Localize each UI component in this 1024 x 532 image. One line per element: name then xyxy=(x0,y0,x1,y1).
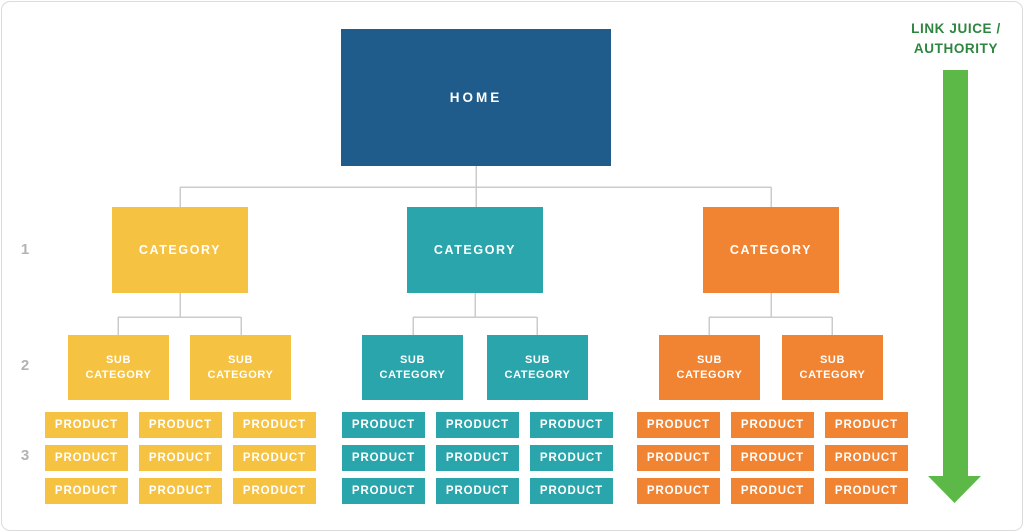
product-node: PRODUCT xyxy=(436,478,519,504)
product-node: PRODUCT xyxy=(731,445,814,471)
product-node: PRODUCT xyxy=(45,445,128,471)
category-node-1: CATEGORY xyxy=(112,207,248,293)
product-node: PRODUCT xyxy=(637,445,720,471)
product-node: PRODUCT xyxy=(436,412,519,438)
product-node: PRODUCT xyxy=(530,412,613,438)
link-juice-line2: AUTHORITY xyxy=(913,41,999,56)
category-node-3: CATEGORY xyxy=(703,207,839,293)
product-grid-1: PRODUCT PRODUCT PRODUCT PRODUCT PRODUCT … xyxy=(45,412,316,504)
product-node: PRODUCT xyxy=(45,412,128,438)
subcategory-node: SUB CATEGORY xyxy=(659,335,760,400)
product-grid-3: PRODUCT PRODUCT PRODUCT PRODUCT PRODUCT … xyxy=(637,412,908,504)
subcategory-node: SUB CATEGORY xyxy=(68,335,169,400)
product-node: PRODUCT xyxy=(731,412,814,438)
product-node: PRODUCT xyxy=(342,445,425,471)
product-node: PRODUCT xyxy=(436,445,519,471)
authority-arrow-icon xyxy=(928,70,981,503)
category-label: CATEGORY xyxy=(729,243,813,257)
product-node: PRODUCT xyxy=(233,412,316,438)
product-grid-2: PRODUCT PRODUCT PRODUCT PRODUCT PRODUCT … xyxy=(342,412,613,504)
level-number-3: 3 xyxy=(20,447,30,464)
product-node: PRODUCT xyxy=(530,445,613,471)
product-node: PRODUCT xyxy=(342,412,425,438)
subcategory-node: SUB CATEGORY xyxy=(362,335,463,400)
product-node: PRODUCT xyxy=(233,478,316,504)
product-node: PRODUCT xyxy=(637,412,720,438)
product-node: PRODUCT xyxy=(530,478,613,504)
link-juice-line1: LINK JUICE / xyxy=(911,21,1001,36)
product-node: PRODUCT xyxy=(139,412,222,438)
level-number-2: 2 xyxy=(20,357,30,374)
category-node-2: CATEGORY xyxy=(407,207,543,293)
product-node: PRODUCT xyxy=(637,478,720,504)
product-node: PRODUCT xyxy=(731,478,814,504)
home-node: HOME xyxy=(341,29,611,166)
product-node: PRODUCT xyxy=(139,445,222,471)
level-number-1: 1 xyxy=(20,241,30,258)
product-node: PRODUCT xyxy=(342,478,425,504)
category-label: CATEGORY xyxy=(433,243,517,257)
product-node: PRODUCT xyxy=(139,478,222,504)
tree-connectors xyxy=(117,166,833,335)
product-node: PRODUCT xyxy=(825,478,908,504)
link-juice-authority-label: LINK JUICE / AUTHORITY xyxy=(891,19,1021,59)
subcategory-node: SUB CATEGORY xyxy=(487,335,588,400)
product-node: PRODUCT xyxy=(45,478,128,504)
product-node: PRODUCT xyxy=(233,445,316,471)
subcategory-node: SUB CATEGORY xyxy=(782,335,883,400)
product-node: PRODUCT xyxy=(825,445,908,471)
home-label: HOME xyxy=(449,90,503,105)
subcategory-node: SUB CATEGORY xyxy=(190,335,291,400)
category-label: CATEGORY xyxy=(138,243,222,257)
product-node: PRODUCT xyxy=(825,412,908,438)
